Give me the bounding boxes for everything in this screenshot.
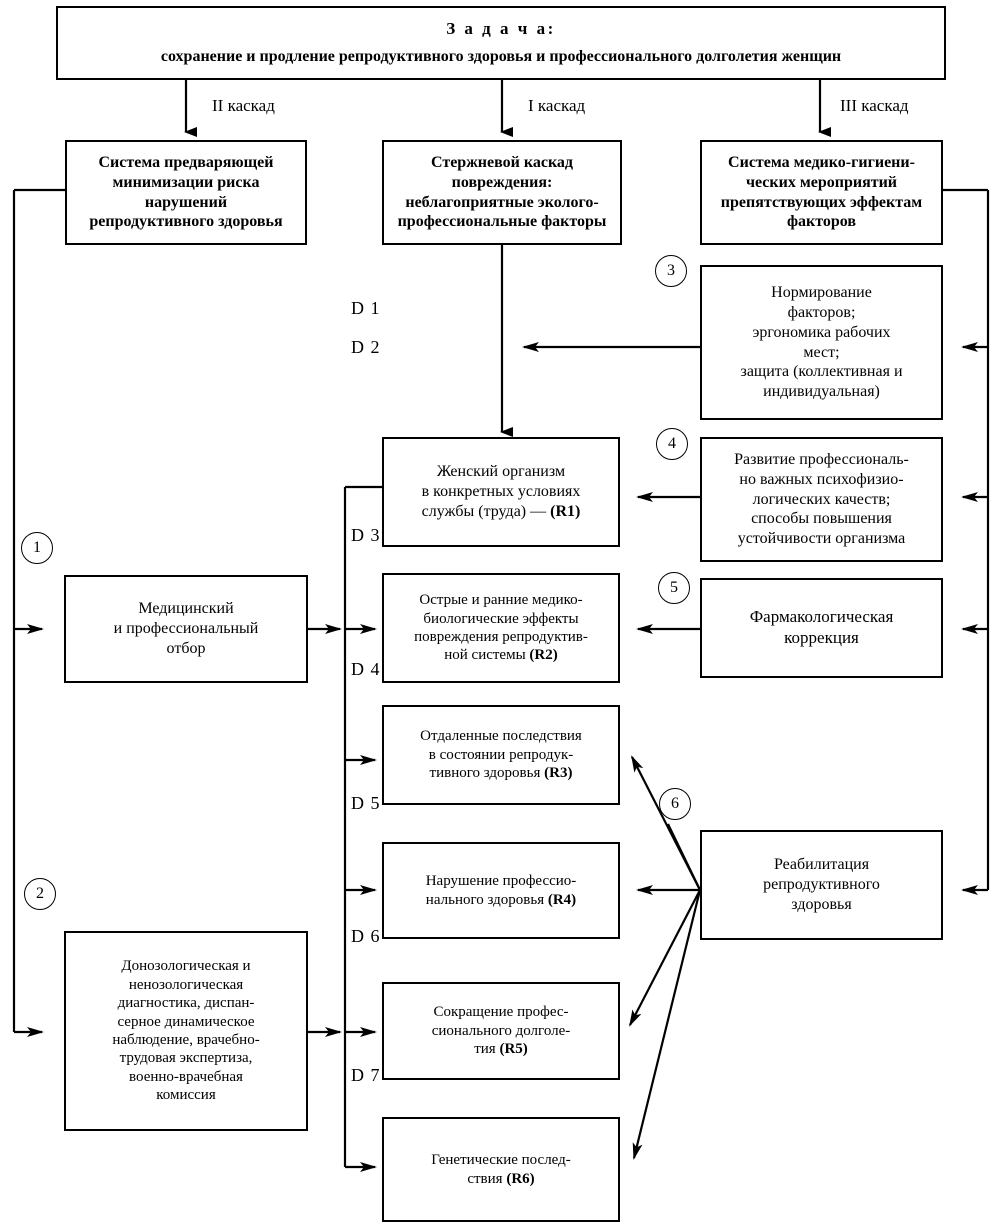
development-line-0: Развитие профессиональ- — [734, 451, 909, 469]
rehab-line-0: Реабилитация — [773, 856, 870, 874]
cascade-box-left: Система предваряющей минимизации риска н… — [65, 140, 307, 245]
normalization-line-3: мест; — [803, 343, 840, 361]
r3-line-0: Отдаленные последствия — [420, 728, 582, 745]
r3-line-1: в состоянии репродук- — [428, 746, 574, 763]
outcome-box-r1: Женский организм в конкретных условиях с… — [382, 437, 620, 547]
r4-line-0: Нарушение профессио- — [425, 873, 577, 890]
measure-box-normalization: Нормирование факторов; эргономика рабочи… — [700, 265, 943, 420]
r5-line-0: Сокращение профес- — [433, 1004, 569, 1021]
diagnostics-line-3: серное динамическое — [117, 1013, 255, 1030]
normalization-line-1: факторов; — [787, 304, 856, 322]
diagnostics-line-5: трудовая экспертиза, — [119, 1050, 253, 1067]
marker-circle-2: 2 — [24, 878, 56, 910]
d-label-d6: D 6 — [351, 926, 381, 946]
r2-line-2: повреждения репродуктив- — [414, 629, 588, 645]
r1-line-0: Женский организм — [436, 463, 566, 481]
normalization-line-2: эргономика рабочих — [752, 323, 891, 341]
marker-circle-3: 3 — [655, 255, 687, 287]
cascade-right-line-1: ческих мероприятий — [745, 173, 898, 191]
cascade-right-line-0: Система медико-гигиени- — [728, 154, 915, 172]
cascade-left-line-2: нарушений — [144, 193, 228, 211]
r3-line-2: тивного здоровья — [429, 765, 545, 782]
outcome-box-r2: Острые и ранние медико- биологические эф… — [382, 573, 620, 683]
cascade-label-2: II каскад — [212, 96, 275, 115]
r5-line-2: тия — [474, 1041, 500, 1058]
outcome-box-r6: Генетические послед- ствия (R6) — [382, 1117, 620, 1222]
diagnostics-line-4: наблюдение, врачебно- — [112, 1032, 260, 1048]
marker-circle-1: 1 — [21, 532, 53, 564]
selection-line-0: Медицинский — [138, 600, 234, 618]
cascade-center-line-1: повреждения: — [451, 173, 553, 191]
pharma-line-1: коррекция — [784, 628, 859, 647]
cascade-left-line-0: Система предваряющей — [98, 154, 274, 172]
diagnostics-line-1: ненозологическая — [128, 976, 244, 993]
r2-line-1: биологические эффекты — [423, 610, 579, 627]
task-body: сохранение и продление репродуктивного з… — [160, 48, 842, 66]
development-line-1: но важных психофизио- — [739, 470, 904, 488]
cascade-right-line-2: препятствующих эффектам — [720, 193, 923, 211]
r6-code: (R6) — [506, 1170, 535, 1187]
outcome-box-r5: Сокращение профес- сионального долголе- … — [382, 982, 620, 1080]
normalization-line-5: индивидуальная) — [763, 382, 880, 400]
marker-circle-5: 5 — [658, 572, 690, 604]
measure-box-pharmacology: Фармакологическая коррекция — [700, 578, 943, 678]
d-label-d7: D 7 — [351, 1065, 381, 1085]
r4-code: (R4) — [547, 891, 577, 908]
r6-line-1: ствия — [467, 1170, 507, 1187]
cascade-center-line-3: профессиональные факторы — [397, 213, 607, 231]
outcome-box-r4: Нарушение профессио- нального здоровья (… — [382, 842, 620, 939]
d-label-d1: D 1 — [351, 298, 381, 318]
rehab-line-1: репродуктивного — [763, 876, 880, 894]
cascade-left-line-3: репродуктивного здоровья — [89, 213, 283, 231]
cascade-center-line-2: неблагоприятные эколого- — [405, 193, 599, 211]
d-label-d3: D 3 — [351, 525, 381, 545]
normalization-line-0: Нормирование — [771, 284, 872, 302]
normalization-line-4: защита (коллективная и — [740, 363, 903, 381]
selection-line-2: отбор — [166, 639, 206, 657]
cascade-left-line-1: минимизации риска — [112, 173, 260, 191]
r1-line-2: службы (труда) — — [421, 502, 551, 520]
r1-line-1: в конкретных условиях — [421, 483, 581, 501]
measure-box-development: Развитие профессиональ- но важных психоф… — [700, 437, 943, 562]
cascade-center-line-0: Стержневой каскад — [430, 154, 574, 172]
d-label-d4: D 4 — [351, 659, 381, 679]
diagnostics-line-0: Донозологическая и — [121, 958, 251, 975]
r2-line-3: ной системы — [444, 647, 530, 664]
development-line-4: устойчивости организма — [737, 530, 906, 547]
cascade-right-line-3: факторов — [786, 213, 857, 231]
task-box: З а д а ч а: сохранение и продление репр… — [56, 6, 946, 80]
r4-line-1: нального здоровья — [425, 891, 548, 908]
marker-circle-6: 6 — [659, 788, 691, 820]
r5-line-1: сионального долголе- — [431, 1022, 571, 1039]
r5-code: (R5) — [499, 1041, 528, 1058]
measure-box-rehabilitation: Реабилитация репродуктивного здоровья — [700, 830, 943, 940]
selection-line-1: и профессиональный — [113, 620, 259, 638]
diagnostics-line-2: диагностика, диспан- — [117, 995, 255, 1012]
diagnostics-line-7: комиссия — [156, 1087, 216, 1104]
rehab-line-2: здоровья — [791, 895, 852, 913]
development-line-3: способы повышения — [751, 510, 892, 528]
prevention-box-selection: Медицинский и профессиональный отбор — [64, 575, 308, 683]
marker-circle-4: 4 — [656, 428, 688, 460]
r3-code: (R3) — [544, 765, 573, 782]
r2-line-0: Острые и ранние медико- — [419, 592, 583, 609]
cascade-label-3: III каскад — [840, 96, 909, 115]
prevention-box-diagnostics: Донозологическая и ненозологическая диаг… — [64, 931, 308, 1131]
r2-code: (R2) — [529, 647, 558, 664]
r6-line-0: Генетические послед- — [431, 1152, 571, 1169]
diagnostics-line-6: военно-врачебная — [129, 1068, 243, 1085]
pharma-line-0: Фармакологическая — [749, 607, 894, 627]
cascade-box-right: Система медико-гигиени- ческих мероприят… — [700, 140, 943, 245]
r1-code: (R1) — [550, 502, 581, 520]
cascade-label-1: I каскад — [528, 96, 586, 115]
outcome-box-r3: Отдаленные последствия в состоянии репро… — [382, 705, 620, 805]
d-label-d5: D 5 — [351, 793, 381, 813]
task-heading: З а д а ч а: — [446, 19, 556, 39]
cascade-box-center: Стержневой каскад повреждения: неблагопр… — [382, 140, 622, 245]
d-label-d2: D 2 — [351, 337, 381, 357]
development-line-2: логических качеств; — [752, 490, 891, 508]
